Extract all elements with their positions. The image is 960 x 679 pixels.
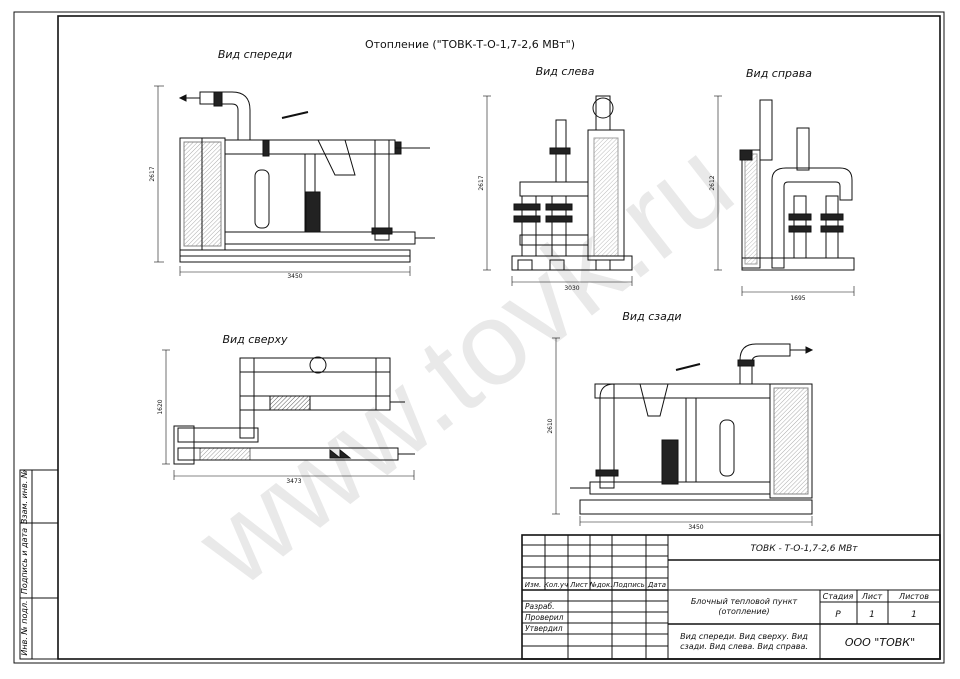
role-razrab: Разраб. xyxy=(525,602,554,611)
front-width-dim: 3450 xyxy=(287,273,302,280)
top-view: Вид сверху 3473 1620 xyxy=(157,333,415,485)
product-name-line1: Блочный тепловой пункт xyxy=(691,597,798,606)
side-stamp-col3: Инв. № подл. xyxy=(20,600,29,655)
back-pump xyxy=(661,439,679,485)
front-filter-tank xyxy=(254,169,270,229)
top-height-dim: 1620 xyxy=(157,399,164,414)
title-block xyxy=(521,534,941,660)
right-bend-pipe xyxy=(771,167,853,269)
left-view: Вид слева xyxy=(478,65,633,292)
inner-frame xyxy=(57,15,941,660)
sheets-value: 1 xyxy=(911,610,917,620)
sheet-desc-line1: Вид спереди. Вид сверху. Вид xyxy=(680,632,808,641)
back-view: Вид сзади xyxy=(547,310,814,531)
watermark: www.tovk.ru xyxy=(173,116,756,612)
back-upper-pipe xyxy=(594,383,771,399)
header-col-ndok: №док. xyxy=(589,581,613,589)
back-height-dim: 2610 xyxy=(547,418,554,433)
front-strainer xyxy=(317,139,356,176)
stage-value: Р xyxy=(835,610,841,620)
front-riser-pipe xyxy=(199,91,251,141)
role-utverdil: Утвердил xyxy=(525,624,563,633)
sheet-label: Лист xyxy=(861,592,883,601)
left-view-label: Вид слева xyxy=(536,65,595,78)
doc-code: ТОВК - Т-О-1,7-2,6 МВт xyxy=(750,544,858,554)
front-height-dim: 2617 xyxy=(149,166,156,181)
outer-frame xyxy=(13,11,945,664)
side-stamp-col2: Подпись и дата xyxy=(20,528,29,594)
stage-label: Стадия xyxy=(823,592,854,601)
right-base-frame xyxy=(741,257,855,271)
left-width-dim: 3030 xyxy=(564,285,579,292)
company-name: ООО "ТОВК" xyxy=(845,636,915,649)
top-view-label: Вид сверху xyxy=(222,333,288,346)
side-stamp xyxy=(19,469,59,660)
front-upper-pipe xyxy=(224,139,396,155)
header-col-izm: Изм. xyxy=(525,581,541,589)
back-width-dim: 3450 xyxy=(688,524,703,531)
top-exchanger xyxy=(173,425,195,465)
sheet-desc-line2: сзади. Вид слева. Вид справа. xyxy=(680,642,808,651)
back-view-label: Вид сзади xyxy=(622,310,681,323)
header-col-data: Дата xyxy=(647,581,666,589)
back-strainer xyxy=(639,383,669,417)
front-view: Вид спереди xyxy=(149,48,435,280)
left-height-dim: 2617 xyxy=(478,175,485,190)
main-title: Отопление ("ТОВК-Т-О-1,7-2,6 МВт") xyxy=(365,38,575,51)
side-stamp-col1: Взам. инв. № xyxy=(20,470,29,524)
product-name-line2: (отопление) xyxy=(718,607,769,616)
right-height-dim: 2612 xyxy=(709,175,716,190)
front-view-label: Вид спереди xyxy=(218,48,292,61)
right-view-label: Вид справа xyxy=(746,67,812,80)
top-width-dim: 3473 xyxy=(286,478,301,485)
role-proveril: Проверил xyxy=(525,613,564,622)
back-base-frame xyxy=(579,499,813,515)
right-width-dim: 1695 xyxy=(790,295,805,302)
header-col-list: Лист xyxy=(569,581,589,589)
back-heat-exchanger xyxy=(769,383,813,499)
sheet-value: 1 xyxy=(869,610,875,620)
header-col-podpis: Подпись xyxy=(613,581,645,589)
left-base-frame xyxy=(511,255,633,271)
sheets-label: Листов xyxy=(898,592,929,601)
header-col-koluch: Кол.уч xyxy=(544,581,568,589)
front-pump xyxy=(305,191,321,233)
right-view: Вид справа 1695 2612 xyxy=(709,67,855,302)
